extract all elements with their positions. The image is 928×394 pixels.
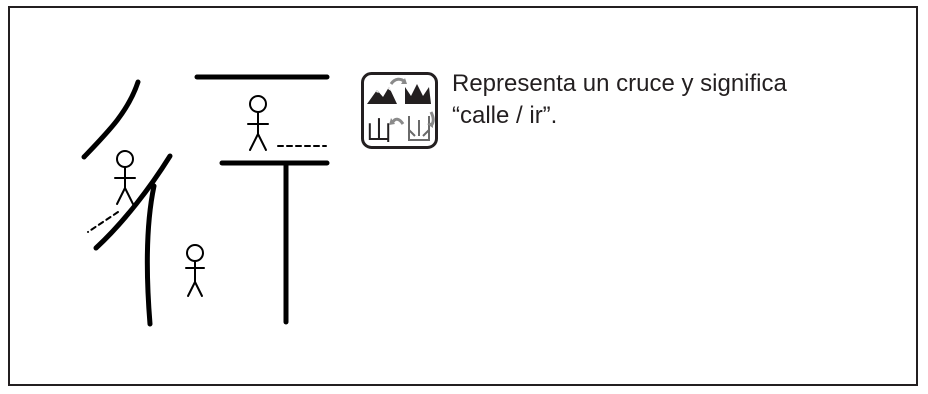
left-upper-stroke bbox=[81, 79, 141, 160]
peaks-icon bbox=[405, 84, 431, 104]
character-evolution-icon: 山 bbox=[361, 72, 438, 149]
stick-figure-upper bbox=[247, 95, 269, 151]
left-dashed-path bbox=[87, 211, 119, 233]
description-line-1: Representa un cruce y significa bbox=[452, 70, 787, 97]
description-line-2: “calle / ir”. bbox=[452, 102, 558, 129]
left-lower-stroke bbox=[93, 153, 173, 251]
stick-figure-lower bbox=[185, 244, 205, 297]
arrow-icon-middle bbox=[391, 117, 405, 125]
description-text: Representa un cruce y significa “calle /… bbox=[452, 68, 872, 132]
left-vertical-stroke bbox=[144, 183, 157, 327]
mountain-icon bbox=[367, 87, 397, 104]
stick-figure-left bbox=[114, 150, 136, 205]
content-frame bbox=[8, 6, 918, 386]
outlined-glyph bbox=[408, 116, 430, 141]
modern-glyph: 山 bbox=[366, 117, 392, 147]
